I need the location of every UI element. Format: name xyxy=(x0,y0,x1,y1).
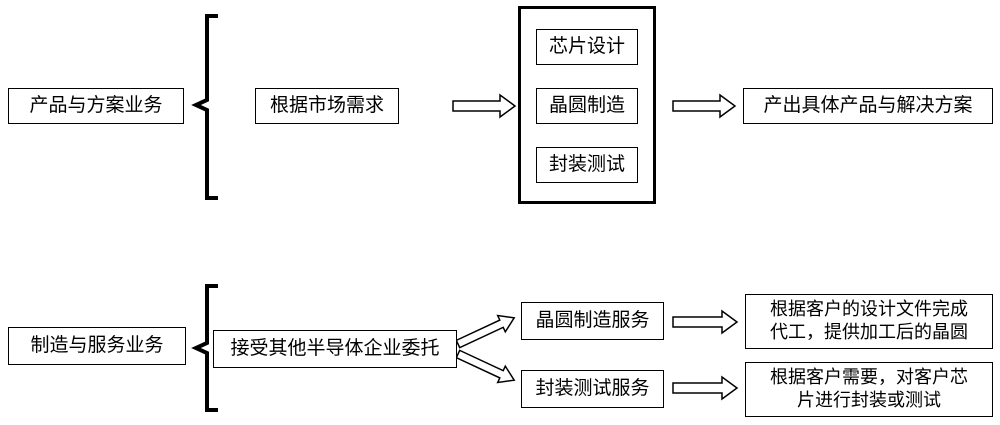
output-packaging-testing-line-1: 根据客户需要，对客户芯 xyxy=(770,367,968,388)
arrow-basis-to-packaging-service xyxy=(455,349,516,384)
top-brace xyxy=(191,14,218,200)
bottom-brace xyxy=(191,284,218,412)
step-chip-design: 芯片设计 xyxy=(536,29,638,65)
category-products-solutions: 产品与方案业务 xyxy=(8,88,184,124)
output-packaging-testing: 根据客户需要，对客户芯 片进行封装或测试 xyxy=(745,362,993,417)
basis-market-demand: 根据市场需求 xyxy=(255,88,399,124)
process-steps-frame xyxy=(518,6,656,204)
arrow-wafer-service-to-output xyxy=(672,309,739,335)
service-packaging-testing: 封装测试服务 xyxy=(521,370,664,408)
step-wafer-manufacturing: 晶圆制造 xyxy=(536,88,638,124)
output-wafer-foundry: 根据客户的设计文件完成 代工，提供加工后的晶圆 xyxy=(745,294,993,349)
basis-entrusted-by-semiconductor-firms: 接受其他半导体企业委托 xyxy=(213,330,457,368)
arrow-basis-to-wafer-service xyxy=(455,314,516,349)
step-packaging-testing: 封装测试 xyxy=(536,147,638,183)
arrow-steps-to-result xyxy=(672,93,737,119)
arrow-packaging-service-to-output xyxy=(672,375,739,401)
output-wafer-foundry-line-1: 根据客户的设计文件完成 xyxy=(770,299,968,320)
category-manufacturing-services: 制造与服务业务 xyxy=(8,327,186,365)
output-wafer-foundry-line-2: 代工，提供加工后的晶圆 xyxy=(770,321,968,343)
arrow-basis-to-steps xyxy=(452,93,517,119)
service-wafer-manufacturing: 晶圆制造服务 xyxy=(521,302,664,340)
output-packaging-testing-line-2: 片进行封装或测试 xyxy=(797,389,941,411)
result-products-solutions: 产出具体产品与解决方案 xyxy=(743,88,993,124)
